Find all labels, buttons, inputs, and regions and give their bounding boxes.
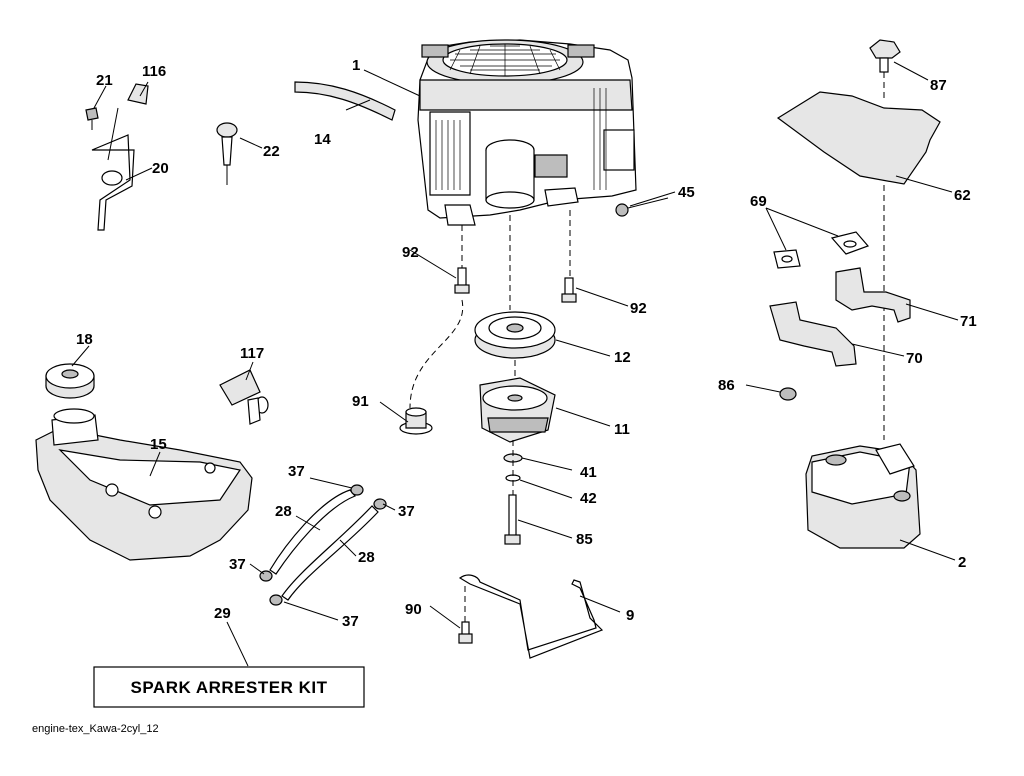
callout-28-left: 28 (275, 503, 292, 520)
callout-15: 15 (150, 436, 167, 453)
callout-87: 87 (930, 77, 947, 94)
choke-knob-part (216, 122, 238, 185)
callout-28-right: 28 (358, 549, 375, 566)
callout-86: 86 (718, 377, 735, 394)
callout-91: 91 (352, 393, 369, 410)
nut-part (779, 387, 797, 401)
vent-tube-part (294, 81, 396, 121)
callout-71: 71 (960, 313, 977, 330)
callout-92-right: 92 (630, 300, 647, 317)
callout-29: 29 (214, 605, 231, 622)
exhaust-pipe-70-part (769, 301, 857, 367)
callout-69: 69 (750, 193, 767, 210)
bolt-92-left (454, 267, 470, 294)
callout-2: 2 (958, 554, 966, 571)
muffler-part (805, 443, 921, 549)
callout-37-bottom: 37 (342, 613, 359, 630)
callout-9: 9 (626, 607, 634, 624)
sensor-part (615, 197, 669, 217)
heat-shield-part (776, 91, 941, 185)
callout-11: 11 (614, 421, 630, 438)
callout-20: 20 (152, 160, 169, 177)
callout-70: 70 (906, 350, 923, 367)
callout-22: 22 (263, 143, 280, 160)
callout-45: 45 (678, 184, 695, 201)
callout-18: 18 (76, 331, 93, 348)
spark-arrester-kit-box: SPARK ARRESTER KIT (93, 666, 365, 708)
electric-clutch-part (479, 377, 556, 443)
exhaust-pipe-71-part (835, 267, 911, 323)
fuel-valve-part (219, 369, 269, 425)
exhaust-gasket-part (773, 231, 870, 269)
engine-part (417, 39, 637, 226)
callout-21: 21 (96, 72, 113, 89)
callout-92-left: 92 (402, 244, 419, 261)
callout-42: 42 (580, 490, 597, 507)
fuel-cap-part (45, 363, 95, 399)
fuel-tank-part (35, 408, 253, 561)
callout-12: 12 (614, 349, 631, 366)
callout-1: 1 (352, 57, 360, 74)
bolt-85-part (504, 494, 521, 545)
diagram-caption: engine-tex_Kawa-2cyl_12 (32, 723, 159, 735)
callout-117: 117 (240, 345, 264, 362)
callout-41: 41 (580, 464, 597, 481)
callout-labels: 1 14 21 116 20 22 92 92 12 11 91 41 42 8… (76, 57, 977, 630)
knob-part (869, 39, 901, 73)
bolt-90-part (458, 621, 473, 644)
pulley-part (474, 311, 556, 359)
callout-37-top: 37 (288, 463, 305, 480)
bolt-92-right (561, 277, 577, 303)
throttle-control-part (85, 83, 149, 231)
fuel-lines-part (259, 484, 387, 606)
callout-116: 116 (142, 63, 166, 80)
callout-85: 85 (576, 531, 593, 548)
engine-brace-part (458, 574, 604, 659)
leader-lines (71, 61, 959, 667)
callout-62: 62 (954, 187, 971, 204)
callout-90: 90 (405, 601, 422, 618)
spacer-part (399, 407, 433, 435)
callout-14: 14 (314, 131, 331, 148)
spark-arrester-kit-label: SPARK ARRESTER KIT (131, 678, 328, 697)
callout-37-left: 37 (229, 556, 246, 573)
callout-37-right: 37 (398, 503, 415, 520)
